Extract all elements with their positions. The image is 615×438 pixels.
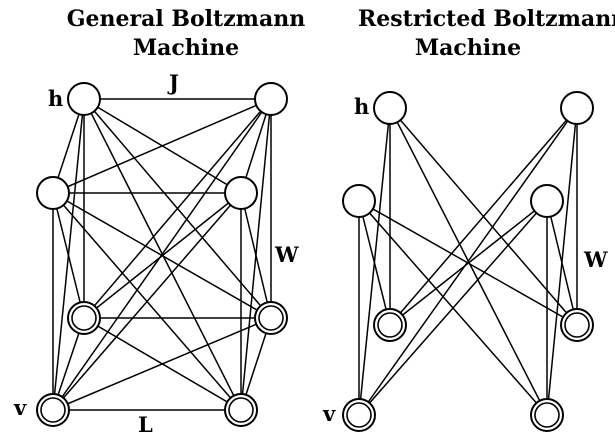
restricted-edge	[389, 200, 548, 326]
restricted-label-h: h	[354, 94, 369, 119]
general-edge	[83, 192, 242, 319]
restricted-visible-node-3	[342, 398, 376, 432]
general-label-h: h	[48, 86, 63, 111]
general-edge	[83, 98, 272, 319]
restricted-label-v: v	[322, 401, 336, 426]
general-label-j: J	[167, 70, 179, 95]
general-title-line2: Machine	[133, 35, 239, 61]
general-label-l: L	[138, 412, 153, 437]
restricted-label-w: W	[583, 247, 608, 272]
restricted-visible-node-1	[373, 308, 407, 342]
restricted-title-line2: Machine	[415, 35, 521, 61]
general-visible-node-4	[224, 393, 258, 427]
restricted-edge	[358, 200, 548, 416]
general-hidden-node-4	[224, 176, 258, 210]
general-visible-node-1	[67, 301, 101, 335]
restricted-hidden-node-3	[342, 184, 376, 218]
general-label-w: W	[274, 242, 299, 267]
general-edge	[52, 192, 242, 411]
edges-layer	[52, 98, 578, 416]
restricted-visible-node-4	[530, 398, 564, 432]
general-hidden-node-3	[36, 176, 70, 210]
restricted-title-line1: Restricted Boltzmann	[358, 6, 615, 32]
nodes-layer	[36, 82, 594, 432]
general-edge	[52, 98, 272, 411]
restricted-hidden-node-4	[530, 184, 564, 218]
restricted-edge	[358, 200, 391, 326]
restricted-edge	[389, 107, 578, 326]
restricted-hidden-node-2	[560, 91, 594, 125]
general-edge	[52, 98, 272, 194]
restricted-edge	[358, 107, 578, 416]
restricted-hidden-node-1	[373, 91, 407, 125]
general-visible-node-3	[36, 393, 70, 427]
general-edge	[52, 192, 85, 319]
restricted-edge	[546, 200, 578, 326]
general-edge	[240, 192, 272, 319]
restricted-visible-node-2	[560, 308, 594, 342]
general-edge	[52, 317, 272, 411]
general-hidden-node-1	[67, 82, 101, 116]
general-label-v: v	[13, 395, 27, 420]
general-visible-node-2	[254, 301, 288, 335]
general-hidden-node-2	[254, 82, 288, 116]
general-title-line1: General Boltzmann	[67, 6, 305, 32]
